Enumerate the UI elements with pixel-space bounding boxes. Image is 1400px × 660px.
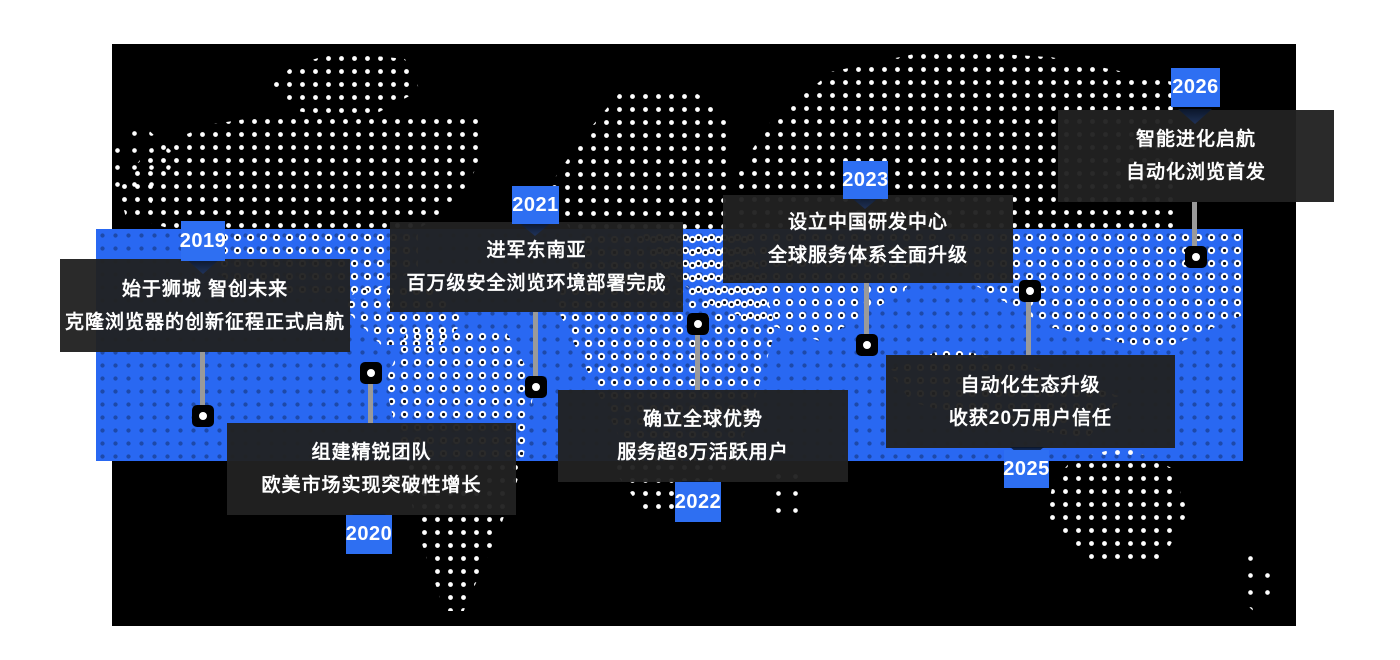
marker-ring-icon (694, 320, 702, 328)
milestone-title: 设立中国研发中心 (787, 212, 948, 233)
connector-line-2021 (533, 312, 538, 387)
connector-line-2022 (695, 324, 700, 390)
year-badge-2023: 2023 (842, 161, 888, 199)
marker-ring-icon (863, 341, 871, 349)
map-marker-2021 (525, 376, 547, 398)
milestone-subtitle: 服务超8万活跃用户 (617, 442, 789, 463)
year-badge-2025: 2025 (1003, 450, 1049, 488)
milestone-card-2020: 组建精锐团队 欧美市场实现突破性增长 (227, 423, 516, 515)
connector-line-2020 (368, 373, 373, 423)
map-marker-2019 (192, 405, 214, 427)
map-marker-2022 (687, 313, 709, 335)
milestone-title: 组建精锐团队 (311, 442, 432, 463)
map-marker-2026 (1185, 246, 1207, 268)
milestone-title: 始于狮城 智创未来 (121, 278, 289, 300)
year-badge-2022: 2022 (675, 482, 721, 522)
milestone-subtitle: 克隆浏览器的创新征程正式启航 (64, 311, 345, 333)
marker-ring-icon (1026, 287, 1034, 295)
milestone-card-2022: 确立全球优势 服务超8万活跃用户 (558, 390, 848, 482)
map-marker-2023 (856, 334, 878, 356)
connector-line-2026 (1192, 202, 1197, 257)
marker-ring-icon (199, 412, 207, 420)
milestone-title: 智能进化启航 (1135, 129, 1256, 150)
connector-line-2019 (200, 352, 205, 416)
marker-ring-icon (1192, 253, 1200, 261)
milestone-subtitle: 收获20万用户信任 (948, 407, 1113, 429)
milestone-card-2023: 设立中国研发中心 全球服务体系全面升级 (723, 195, 1013, 283)
milestone-card-2025: 自动化生态升级 收获20万用户信任 (886, 355, 1175, 448)
year-badge-2020: 2020 (346, 515, 392, 554)
map-marker-2025 (1019, 280, 1041, 302)
milestone-subtitle: 百万级安全浏览环境部署完成 (406, 273, 667, 294)
milestone-title: 确立全球优势 (642, 409, 763, 430)
milestone-subtitle: 欧美市场实现突破性增长 (261, 475, 482, 496)
year-badge-2019: 2019 (180, 221, 226, 261)
milestone-card-2026: 智能进化启航 自动化浏览首发 (1058, 110, 1334, 202)
marker-ring-icon (532, 383, 540, 391)
connector-line-2025 (1026, 291, 1031, 355)
connector-line-2023 (864, 283, 869, 345)
year-badge-2021: 2021 (512, 186, 559, 224)
map-marker-2020 (360, 362, 382, 384)
year-badge-2026: 2026 (1171, 68, 1220, 107)
milestone-subtitle: 全球服务体系全面升级 (767, 245, 968, 266)
milestone-card-2019: 始于狮城 智创未来 克隆浏览器的创新征程正式启航 (60, 259, 350, 352)
milestone-title: 自动化生态升级 (960, 374, 1101, 396)
milestone-subtitle: 自动化浏览首发 (1125, 162, 1266, 183)
marker-ring-icon (367, 369, 375, 377)
milestone-title: 进军东南亚 (486, 240, 587, 261)
milestone-card-2021: 进军东南亚 百万级安全浏览环境部署完成 (390, 222, 683, 312)
